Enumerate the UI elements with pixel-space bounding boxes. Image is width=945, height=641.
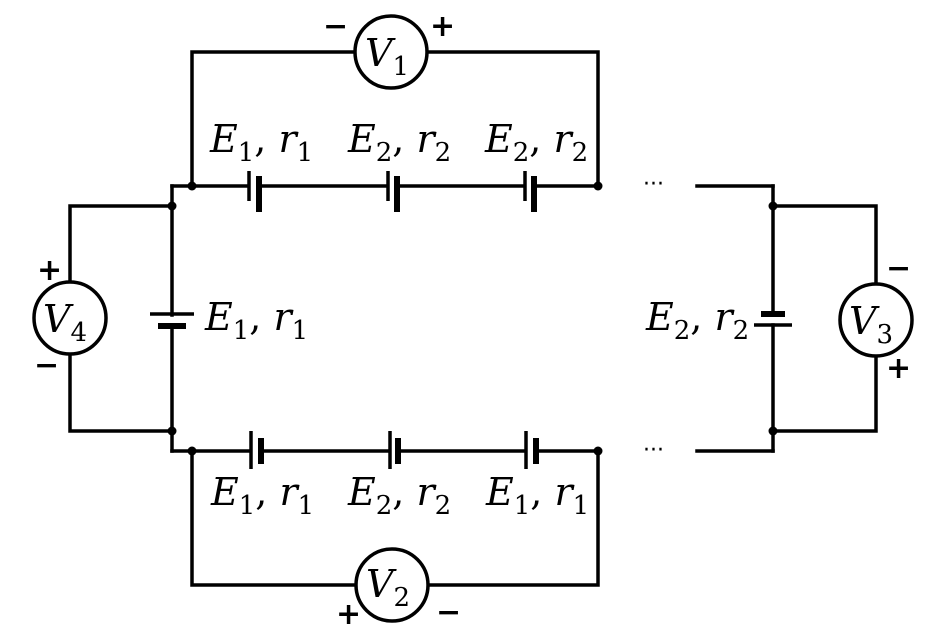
ellipsis-bottom: ··· (643, 438, 664, 463)
wires (68, 50, 878, 587)
v1-plus-sign: + (430, 9, 455, 44)
cells (150, 171, 792, 469)
right-cell (754, 311, 792, 327)
wire-v4-loop-top (68, 204, 174, 285)
top-cell-3 (523, 171, 537, 212)
ellipsis-top: ··· (643, 172, 664, 197)
node-top-right (593, 181, 603, 191)
node-right-upper (768, 201, 778, 211)
wire-v3-loop-top (771, 204, 878, 287)
node-top-left (187, 181, 197, 191)
voltmeter-v4: V4 + − (32, 253, 108, 383)
bottom-cell-1 (249, 431, 264, 469)
left-cell (150, 312, 194, 329)
node-right-lower (768, 426, 778, 436)
wire-v2-loop-right (425, 449, 600, 587)
label-top-cell-2: E2, r2 (347, 117, 451, 168)
label-top-cell-1: E1, r1 (209, 117, 313, 168)
label-bottom-cell-1: E1, r1 (210, 470, 314, 521)
label-right-cell: E2, r2 (645, 295, 749, 346)
top-cell-2 (386, 171, 400, 212)
wire-v1-loop (190, 50, 357, 188)
bottom-cell-3 (524, 431, 539, 469)
v2-plus-sign: + (336, 597, 361, 632)
voltmeter-v2: V2 + − (336, 547, 461, 632)
svg-text:V2: V2 (366, 562, 410, 613)
v3-plus-sign: + (886, 351, 911, 386)
voltmeter-v3: V3 − + (838, 251, 914, 386)
v3-minus-sign: − (886, 251, 911, 286)
junction-dots (167, 181, 778, 456)
top-cell-1 (247, 171, 262, 212)
v1-minus-sign: − (323, 9, 348, 44)
label-left-cell: E1, r1 (204, 295, 308, 346)
wire-v2-loop (190, 449, 359, 587)
svg-text:V1: V1 (365, 31, 409, 82)
svg-text:V3: V3 (849, 299, 893, 350)
voltmeter-v1: V1 − + (323, 9, 455, 90)
wire-v4-loop-bottom (68, 351, 174, 433)
v4-minus-sign: − (34, 348, 59, 383)
bottom-cell-2 (388, 431, 401, 469)
node-left-lower (167, 426, 177, 436)
wire-v3-loop-bottom (771, 353, 878, 433)
v2-minus-sign: − (436, 595, 461, 630)
node-bottom-left (187, 446, 197, 456)
label-bottom-cell-3: E1, r1 (485, 470, 589, 521)
label-top-cell-3: E2, r2 (484, 117, 588, 168)
label-bottom-cell-2: E2, r2 (347, 470, 451, 521)
svg-text:V4: V4 (43, 297, 87, 348)
node-left-upper (167, 201, 177, 211)
node-bottom-right (593, 446, 603, 456)
wire-v1-loop-right (423, 50, 600, 188)
v4-plus-sign: + (37, 253, 62, 288)
